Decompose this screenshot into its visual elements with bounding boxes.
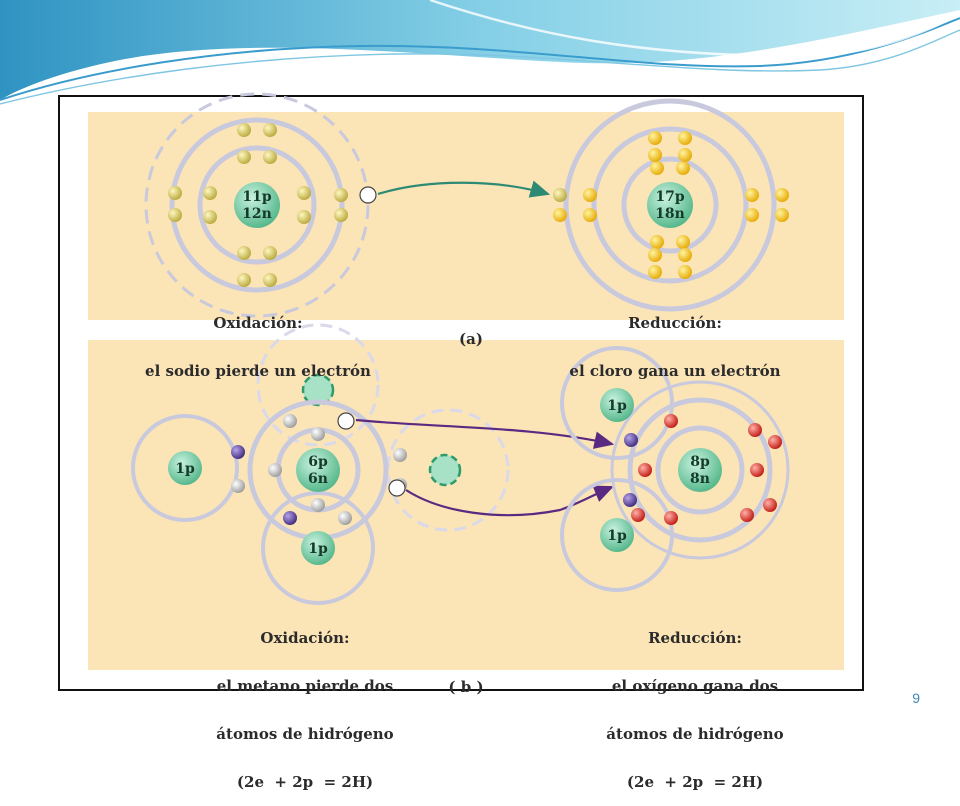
carbon-nucleus-label-1: 6p bbox=[308, 454, 328, 470]
arrow-hydrogen-transfer-top bbox=[355, 418, 615, 449]
panel-b-label-text: ( b ) bbox=[448, 678, 484, 696]
oxidation-caption-a: Oxidación: el sodio pierde un electrón bbox=[128, 283, 388, 395]
sodium-nucleus-label-2: 12n bbox=[242, 206, 272, 222]
hydrogen-nucleus-left bbox=[168, 451, 202, 485]
reduction-caption-a: Reducción: el cloro gana un electrón bbox=[545, 283, 805, 395]
arrow-electron-transfer-a bbox=[377, 180, 551, 198]
hydrogen-nucleus-bottom bbox=[301, 531, 335, 565]
panel-a-label-text: (a) bbox=[459, 330, 483, 348]
carbon-nucleus bbox=[296, 448, 340, 492]
chlorine-nucleus-label-2: 18n bbox=[655, 206, 685, 222]
oxidation-caption-b-title: Oxidación: bbox=[260, 629, 350, 647]
transferred-electron-bottom bbox=[388, 479, 406, 497]
chlorine-nucleus bbox=[647, 182, 693, 228]
hydrogen-label-left: 1p bbox=[175, 461, 195, 477]
reduction-caption-b-equation: (2e + 2p = 2H) bbox=[626, 773, 764, 791]
hydrogen-label-bottom: 1p bbox=[308, 541, 328, 557]
panel-b-background bbox=[88, 340, 844, 670]
reduction-caption-a-text: el cloro gana un electrón bbox=[569, 362, 781, 380]
chlorine-atom bbox=[553, 98, 789, 312]
removed-hydrogen-nucleus-top bbox=[301, 373, 335, 407]
sodium-nucleus-label-1: 11p bbox=[242, 189, 271, 205]
sodium-nucleus bbox=[234, 182, 280, 228]
header-wave bbox=[0, 0, 960, 105]
reduction-caption-b: Reducción: el oxígeno gana dos átomos de… bbox=[580, 598, 810, 806]
carbon-nucleus-label-2: 6n bbox=[308, 471, 328, 487]
sodium-atom bbox=[144, 92, 377, 318]
reduction-caption-b-line-2: el oxígeno gana dos bbox=[611, 677, 779, 695]
oxidation-caption-a-text: el sodio pierde un electrón bbox=[145, 362, 371, 380]
hydrogen-label-water-lower: 1p bbox=[607, 528, 627, 544]
oxygen-nucleus bbox=[678, 448, 722, 492]
chlorine-nucleus-label-1: 17p bbox=[655, 189, 684, 205]
hydrogen-nucleus-top bbox=[600, 388, 634, 422]
oxidation-caption-b-line-3: átomos de hidrógeno bbox=[216, 725, 394, 743]
oxidation-caption-b: Oxidación: el metano pierde dos átomos d… bbox=[190, 598, 420, 806]
oxygen-nucleus-label-2: 8n bbox=[690, 471, 710, 487]
water-molecule bbox=[560, 346, 790, 592]
transferred-electron bbox=[359, 186, 377, 204]
oxidation-caption-b-equation: (2e + 2p = 2H) bbox=[236, 773, 374, 791]
oxidation-caption-b-line-2: el metano pierde dos bbox=[216, 677, 394, 695]
methane-molecule bbox=[131, 323, 510, 605]
oxygen-nucleus-label-1: 8p bbox=[690, 454, 710, 470]
oxidation-caption-a-title: Oxidación: bbox=[213, 314, 303, 332]
removed-hydrogen-nucleus-right bbox=[428, 453, 462, 487]
panel-a-label: (a) bbox=[446, 299, 496, 363]
hydrogen-label-water-top: 1p bbox=[607, 398, 627, 414]
hydrogen-nucleus-lower bbox=[600, 518, 634, 552]
arrow-hydrogen-transfer-bottom bbox=[405, 485, 615, 517]
reduction-caption-b-line-3: átomos de hidrógeno bbox=[606, 725, 784, 743]
panel-a-diagram: 11p 12n 17p 18n bbox=[144, 92, 789, 318]
panel-b-label: ( b ) bbox=[436, 647, 496, 711]
transferred-electron-top bbox=[337, 412, 355, 430]
page-number: 9 bbox=[912, 690, 920, 706]
panel-b-diagram: 6p 6n 1p 1p 1p 1p 8p 8n bbox=[131, 323, 790, 605]
reduction-caption-b-title: Reducción: bbox=[648, 629, 742, 647]
reduction-caption-a-title: Reducción: bbox=[628, 314, 722, 332]
